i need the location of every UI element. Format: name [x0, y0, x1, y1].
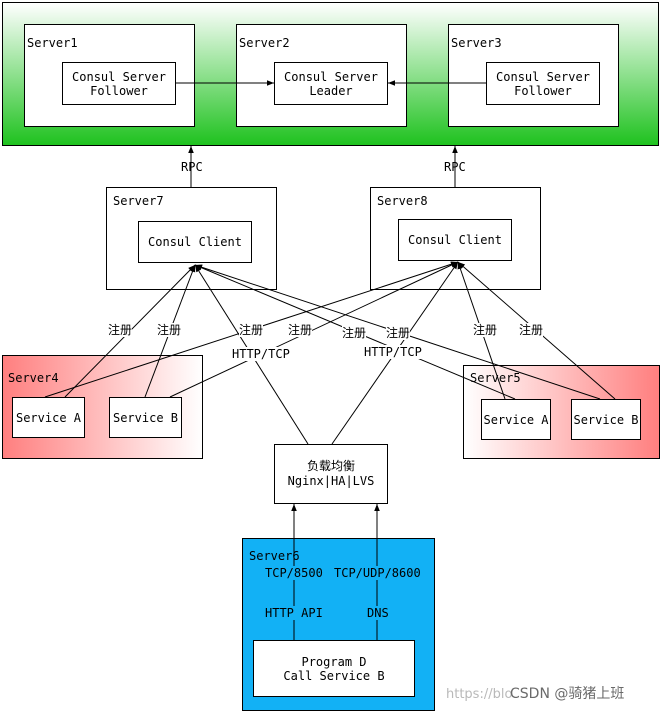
program-line2: Call Service B: [283, 669, 385, 683]
server5-service-a-label: Service A: [483, 413, 549, 427]
port-label-1: TCP/8500: [265, 566, 323, 580]
register-label-1: 注册: [108, 323, 133, 337]
server7-client-label: Consul Client: [148, 235, 242, 249]
register-label-6: 注册: [386, 326, 411, 340]
server2-node-line1: Consul Server: [284, 70, 378, 84]
rpc-label-right: RPC: [444, 160, 466, 174]
server2-node-line2: Leader: [309, 84, 353, 98]
server4-service-a: Service A: [12, 397, 85, 438]
register-label-4: 注册: [288, 323, 313, 337]
watermark-brand: CSDN @骑猪上班: [510, 686, 625, 702]
api-label-dns: DNS: [367, 606, 389, 620]
server3-node-line2: Follower: [514, 84, 572, 98]
register-label-7: 注册: [473, 323, 498, 337]
server4-title: Server4: [8, 371, 59, 385]
http-tcp-label-left: HTTP/TCP: [232, 347, 290, 361]
server3-node-line1: Consul Server: [496, 70, 590, 84]
server5-service-a: Service A: [481, 399, 551, 440]
server2-title: Server2: [239, 36, 290, 50]
server5-service-b: Service B: [571, 399, 641, 440]
program-line1: Program D: [301, 655, 367, 669]
server7-title: Server7: [113, 194, 164, 208]
server8-title: Server8: [377, 194, 428, 208]
load-balancer-line2: Nginx|HA|LVS: [287, 474, 375, 488]
program-d-box: Program D Call Service B: [253, 640, 415, 697]
watermark-url: https://blo: [446, 687, 513, 702]
server1-node-line2: Follower: [90, 84, 148, 98]
server8-client-label: Consul Client: [408, 233, 502, 247]
server2-consul-node: Consul Server Leader: [274, 62, 388, 105]
server5-service-b-label: Service B: [573, 413, 639, 427]
http-tcp-label-right: HTTP/TCP: [364, 345, 422, 359]
rpc-label-left: RPC: [181, 160, 203, 174]
register-s4b-to-client8: [169, 261, 459, 398]
server1-title: Server1: [27, 36, 78, 50]
server4-service-b-label: Service B: [112, 411, 179, 425]
server4-service-a-label: Service A: [15, 411, 82, 425]
register-label-3: 注册: [239, 323, 264, 337]
register-label-2: 注册: [157, 323, 182, 337]
server1-node-line1: Consul Server: [72, 70, 166, 84]
register-label-5: 注册: [342, 326, 367, 340]
server3-consul-node: Consul Server Follower: [486, 62, 600, 105]
load-balancer-box: 负载均衡 Nginx|HA|LVS: [274, 444, 388, 504]
server6-title: Server6: [249, 549, 300, 563]
register-label-8: 注册: [519, 323, 544, 337]
server1-consul-node: Consul Server Follower: [62, 62, 176, 105]
server3-title: Server3: [451, 36, 502, 50]
port-label-2: TCP/UDP/8600: [334, 566, 421, 580]
load-balancer-line1: 负载均衡: [306, 459, 355, 473]
api-label-http: HTTP API: [265, 606, 323, 620]
server7-consul-client: Consul Client: [138, 221, 252, 263]
server4-service-b: Service B: [109, 397, 182, 438]
server8-consul-client: Consul Client: [398, 219, 512, 261]
server5-title: Server5: [470, 371, 521, 385]
